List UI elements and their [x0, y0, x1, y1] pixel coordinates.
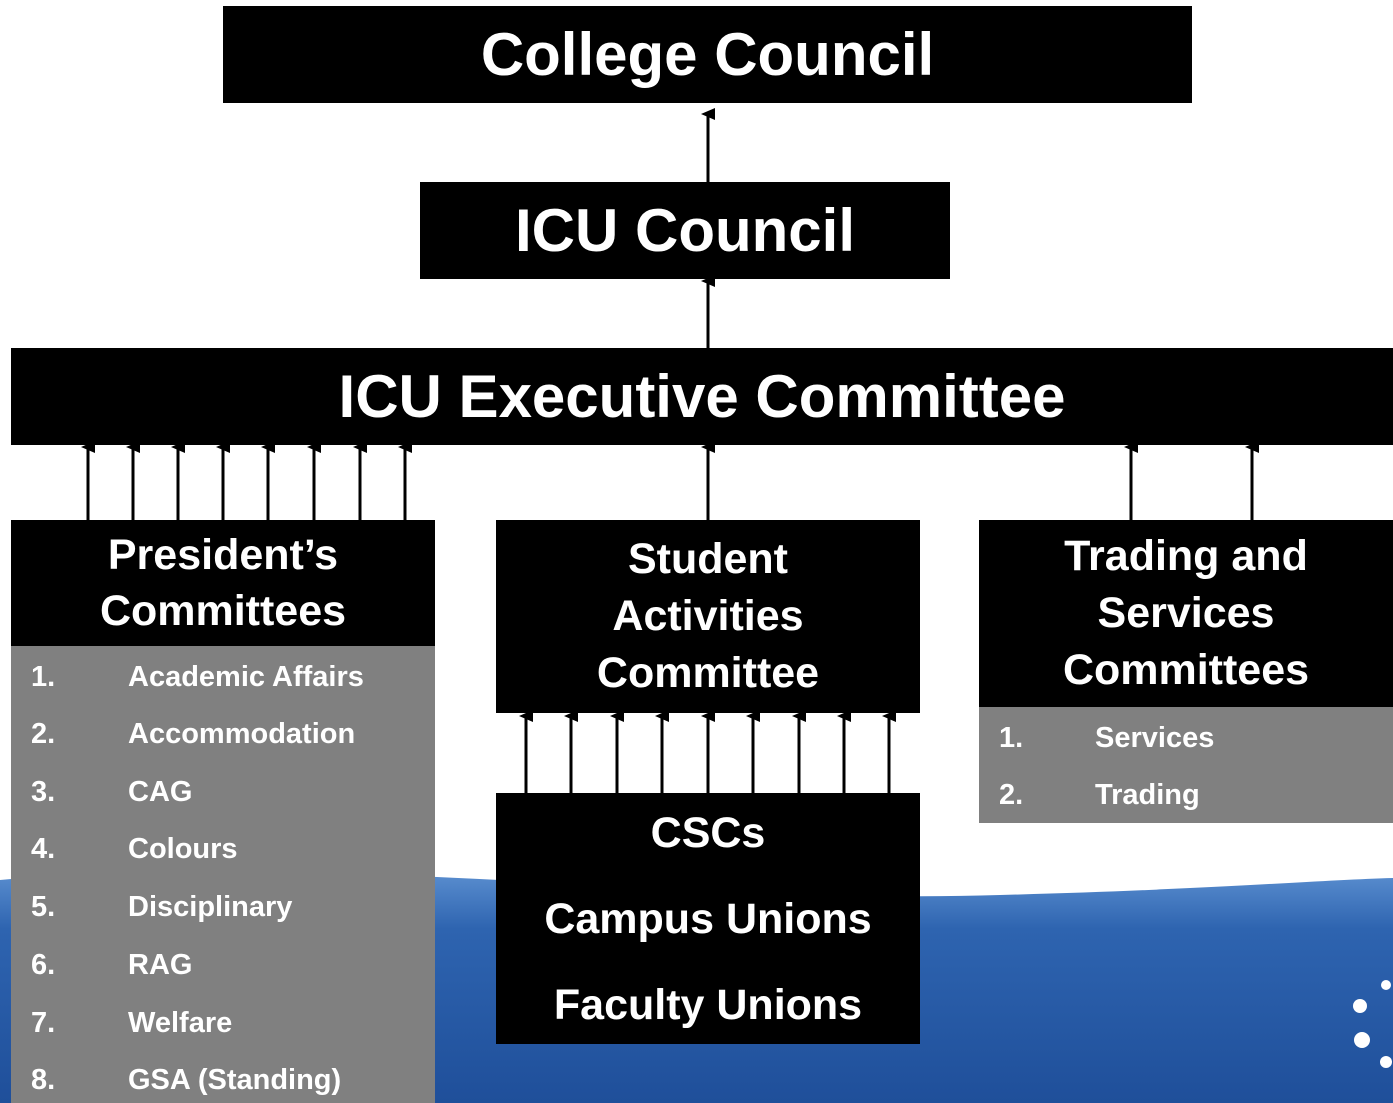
list-item: 1. Services [979, 723, 1393, 753]
list-item-label: Welfare [128, 1007, 233, 1039]
unions-line2: Campus Unions [544, 894, 872, 943]
list-item-label: Disciplinary [128, 891, 293, 923]
list-item: 5. Disciplinary [11, 892, 435, 922]
list-item-label: GSA (Standing) [128, 1064, 342, 1096]
unions-box: CSCs Campus Unions Faculty Unions [496, 793, 920, 1044]
list-item-label: Trading [1095, 779, 1200, 811]
student-activities-box: Student Activities Committee [496, 520, 920, 713]
presidents-committees-list: 1. Academic Affairs 2. Accommodation 3. … [11, 646, 435, 1103]
presidents-title-line1: President’s [107, 531, 339, 579]
list-item-number: 4. [31, 833, 56, 865]
executive-committee-box: ICU Executive Committee [11, 348, 1393, 445]
list-item-label: Accommodation [128, 718, 356, 750]
decor-dot [1380, 1056, 1392, 1068]
list-item: 4. Colours [11, 834, 435, 864]
list-item-label: Colours [128, 833, 238, 865]
decor-dot [1381, 980, 1391, 990]
list-item-number: 2. [31, 718, 56, 750]
executive-committee-title: ICU Executive Committee [338, 363, 1066, 430]
unions-line3: Faculty Unions [553, 980, 863, 1029]
trading-title-line2: Services [1097, 589, 1275, 637]
list-item-label: Academic Affairs [128, 661, 364, 693]
student-activities-title-line1: Student [627, 535, 789, 583]
list-item-number: 8. [31, 1064, 56, 1096]
list-item: 2. Accommodation [11, 719, 435, 749]
list-item-number: 5. [31, 891, 56, 923]
list-item: 8. GSA (Standing) [11, 1065, 435, 1095]
trading-title-line3: Committees [1062, 646, 1310, 694]
student-activities-title-line3: Committee [596, 649, 820, 697]
list-item: 2. Trading [979, 780, 1393, 810]
list-item-label: Services [1095, 722, 1215, 754]
list-item: 3. CAG [11, 777, 435, 807]
decor-dot [1353, 999, 1367, 1013]
college-council-title: College Council [480, 21, 935, 88]
list-item-label: CAG [128, 776, 193, 808]
icu-council-box: ICU Council [420, 182, 950, 279]
list-item: 6. RAG [11, 950, 435, 980]
list-item-number: 3. [31, 776, 56, 808]
college-council-box: College Council [223, 6, 1192, 103]
decor-dot [1354, 1032, 1370, 1048]
icu-council-title: ICU Council [515, 197, 855, 264]
trading-services-box: Trading and Services Committees [979, 520, 1393, 707]
presidents-committees-box: President’s Committees [11, 520, 435, 646]
trading-title-line1: Trading and [1064, 532, 1308, 580]
list-item-number: 7. [31, 1007, 56, 1039]
list-item-number: 6. [31, 949, 56, 981]
trading-services-list: 1. Services 2. Trading [979, 707, 1393, 823]
student-activities-title-line2: Activities [612, 592, 804, 640]
list-item-number: 1. [31, 661, 56, 693]
unions-line1: CSCs [650, 808, 766, 857]
list-item: 1. Academic Affairs [11, 662, 435, 692]
list-item-number: 1. [999, 722, 1024, 754]
list-item: 7. Welfare [11, 1008, 435, 1038]
list-item-number: 2. [999, 779, 1024, 811]
list-item-label: RAG [128, 949, 193, 981]
presidents-title-line2: Committees [99, 587, 347, 635]
